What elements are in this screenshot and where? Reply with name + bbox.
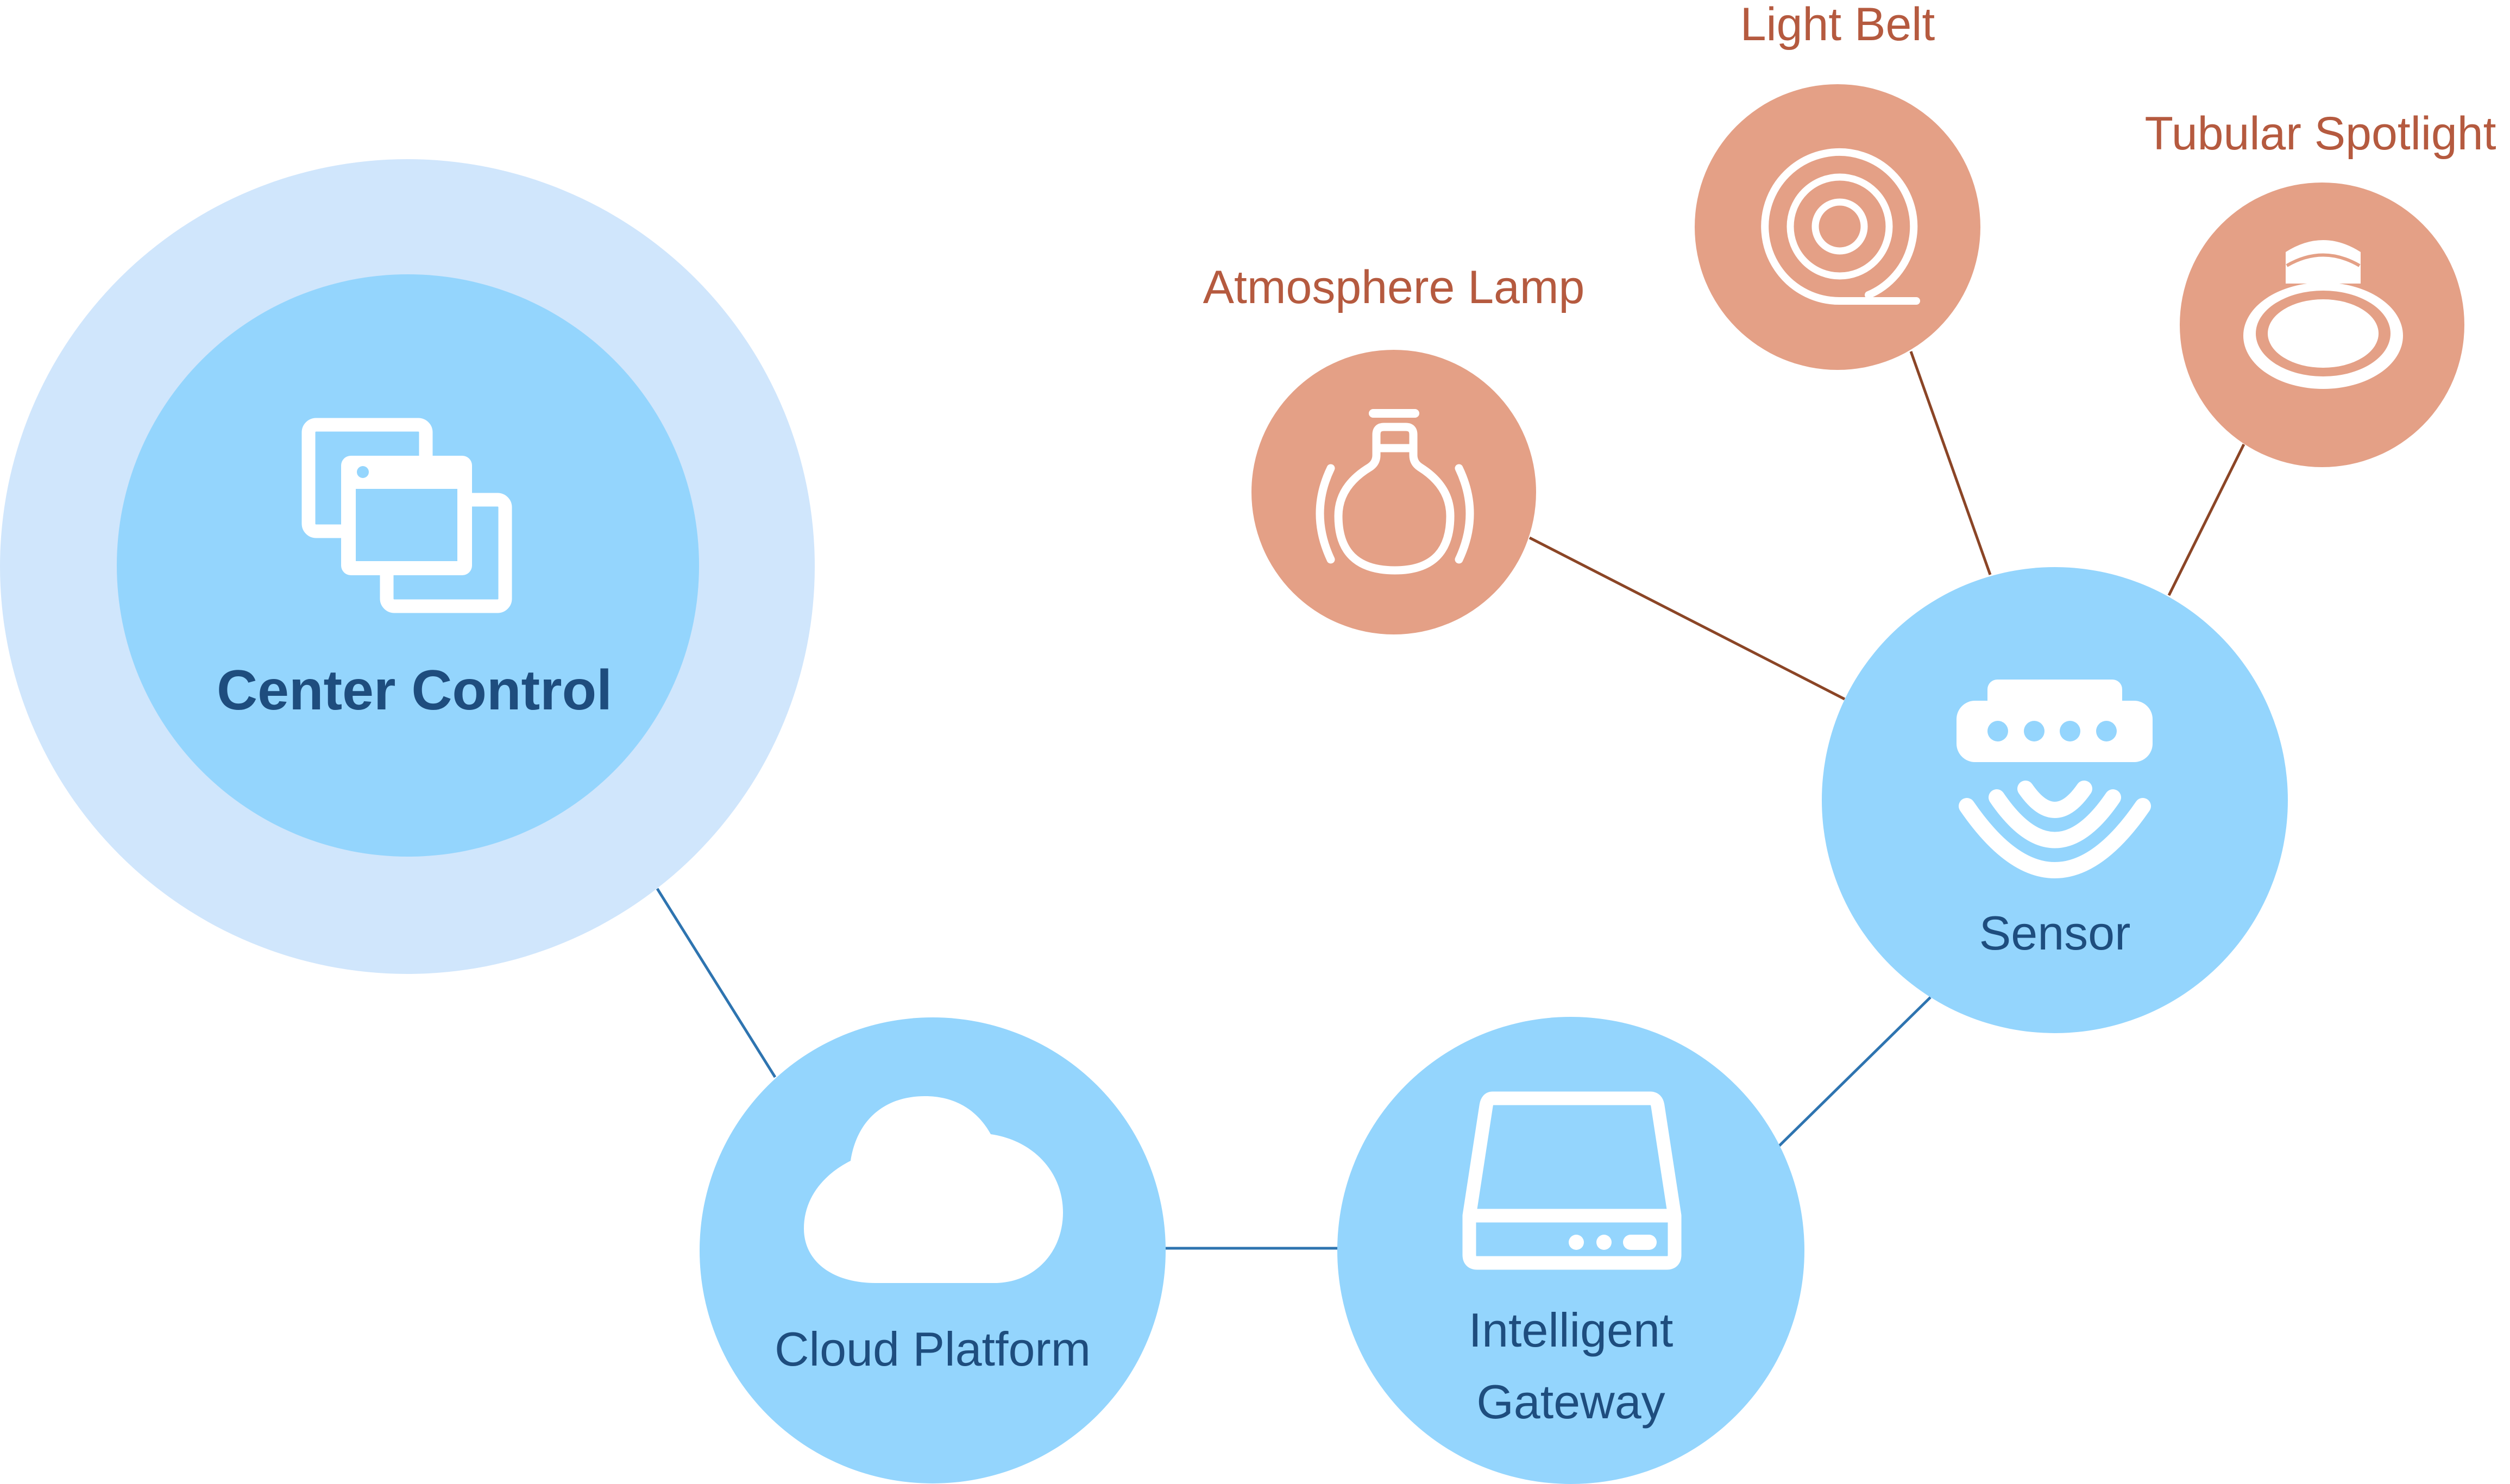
edge-sensor-atmosphere-lamp: [1528, 536, 1846, 701]
node-light-belt[interactable]: Light Belt: [1695, 0, 1980, 370]
cloud-icon: [804, 1096, 1063, 1283]
node-intelligent-gateway[interactable]: Intelligent Gateway: [1337, 1017, 1804, 1484]
node-tubular-spotlight[interactable]: Tubular Spotlight: [2145, 108, 2496, 467]
intelligent-gateway-label-line2: Gateway: [1476, 1375, 1665, 1429]
intelligent-gateway-label-line1: Intelligent: [1469, 1303, 1674, 1357]
windows-stack-icon: [301, 418, 512, 613]
sensor-circle: [1822, 567, 2288, 1033]
motion-sensor-icon: [1957, 680, 2153, 878]
center-control-label: Center Control: [217, 659, 612, 722]
atmosphere-lamp-label: Atmosphere Lamp: [1203, 261, 1585, 313]
edges: [656, 351, 2245, 1250]
cloud-platform-label: Cloud Platform: [775, 1322, 1091, 1376]
light-bulb-icon: [1316, 409, 1474, 575]
atmosphere-lamp-circle: [1251, 350, 1536, 634]
node-center-control[interactable]: Center Control: [0, 159, 815, 974]
edge-center-control-cloud-platform: [656, 888, 777, 1078]
light-belt-circle: [1695, 84, 1980, 370]
node-sensor[interactable]: Sensor: [1822, 567, 2288, 1033]
spotlight-icon: [2243, 240, 2403, 389]
intelligent-gateway-circle: [1337, 1017, 1804, 1484]
sensor-label: Sensor: [1979, 906, 2131, 960]
node-cloud-platform[interactable]: Cloud Platform: [700, 1017, 1166, 1483]
edge-sensor-tubular-spotlight: [2167, 443, 2245, 596]
gateway-device-icon: [1462, 1091, 1682, 1270]
light-strip-reel-icon: [1761, 148, 1920, 305]
node-atmosphere-lamp[interactable]: Atmosphere Lamp: [1203, 261, 1585, 634]
edge-gateway-sensor: [1778, 996, 1932, 1147]
tubular-spotlight-label: Tubular Spotlight: [2145, 108, 2496, 160]
light-belt-label: Light Belt: [1740, 0, 1935, 51]
edge-sensor-light-belt: [1909, 351, 1992, 575]
